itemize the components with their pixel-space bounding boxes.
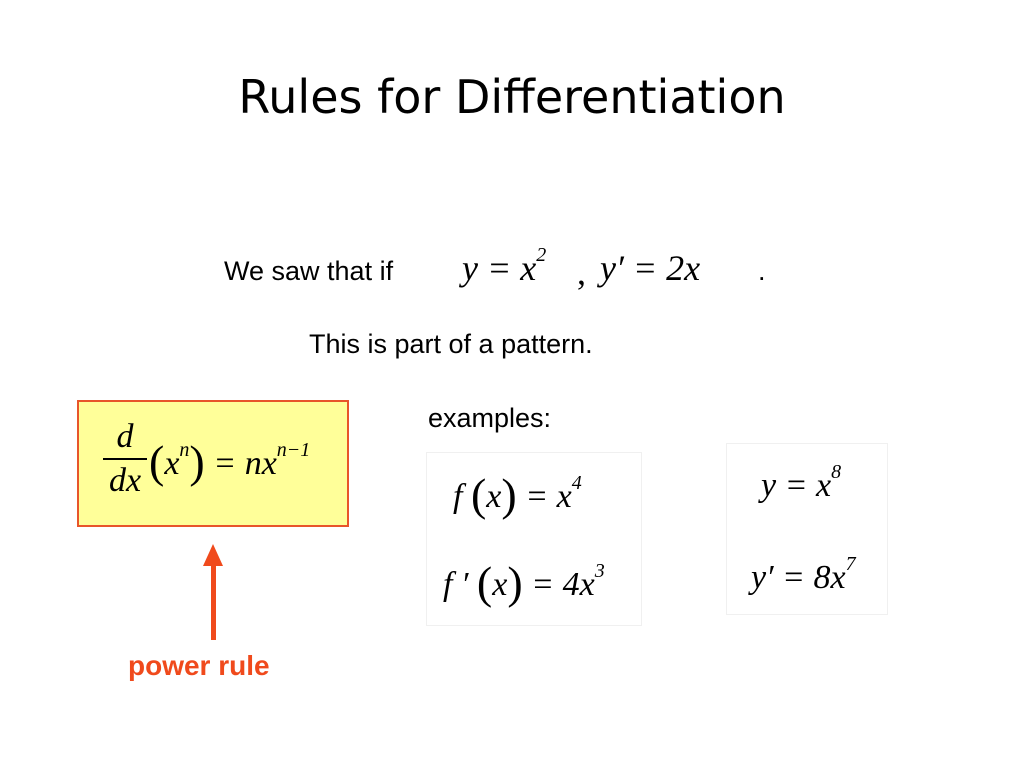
example-box-2: y = x8 y′ = 8x7: [726, 443, 888, 615]
example2-derivative: y′ = 8x7: [751, 552, 856, 600]
ex1-exponent: 4: [571, 471, 582, 494]
ex1-deriv-x: x: [492, 566, 508, 603]
rule-base-exponent: n: [179, 438, 190, 461]
open-paren: (: [476, 557, 493, 608]
close-paren: ): [507, 557, 523, 608]
ex1-x: x: [486, 478, 502, 515]
power-rule-label: power rule: [128, 650, 270, 681]
close-paren: ): [501, 469, 517, 520]
intro-separator: ,: [577, 252, 586, 292]
given-y-base: y = x: [462, 248, 537, 288]
pattern-text: This is part of a pattern.: [309, 329, 593, 359]
rule-rhs-exponent: n−1: [276, 438, 311, 461]
ex2-line1-exponent: 8: [831, 460, 842, 483]
open-paren: (: [149, 436, 165, 487]
ex2-line1: y = x: [761, 467, 832, 504]
power-rule-expression: (xn) = nxn−1: [149, 438, 311, 486]
given-equation-yprime: y′ = 2x: [600, 248, 701, 288]
ex1-fprime: f ′: [443, 566, 469, 603]
rule-rhs: = nx: [213, 445, 277, 482]
ex1-rhs: = x: [525, 478, 572, 515]
ex1-deriv-rhs: = 4x: [531, 566, 595, 603]
ex1-f: f: [453, 478, 463, 515]
derivative-denominator: dx: [108, 462, 142, 499]
close-paren: ): [189, 436, 205, 487]
power-rule-box: d dx (xn) = nxn−1: [77, 400, 349, 527]
ex2-line2-exponent: 7: [845, 552, 856, 575]
intro-period: .: [758, 256, 766, 286]
intro-text: We saw that if: [224, 256, 394, 286]
example1-derivative: f ′ (x) = 4x3: [443, 559, 605, 607]
ex1-deriv-exponent: 3: [594, 559, 605, 582]
slide-title: Rules for Differentiation: [238, 70, 786, 124]
given-y-exponent: 2: [536, 244, 547, 266]
arrow-up-icon: [203, 544, 223, 566]
example2-function: y = x8: [761, 460, 842, 508]
open-paren: (: [470, 469, 487, 520]
given-equation-y: y = x2: [462, 244, 547, 290]
rule-base: x: [164, 445, 180, 482]
examples-label: examples:: [428, 403, 552, 433]
arrow-shaft: [211, 563, 216, 640]
example-box-1: f (x) = x4 f ′ (x) = 4x3: [426, 452, 642, 626]
ex2-line2: y′ = 8x: [751, 559, 846, 596]
example1-function: f (x) = x4: [453, 471, 582, 519]
derivative-operator: d dx: [103, 418, 147, 500]
derivative-numerator: d: [116, 418, 134, 455]
fraction-bar: [103, 458, 147, 460]
